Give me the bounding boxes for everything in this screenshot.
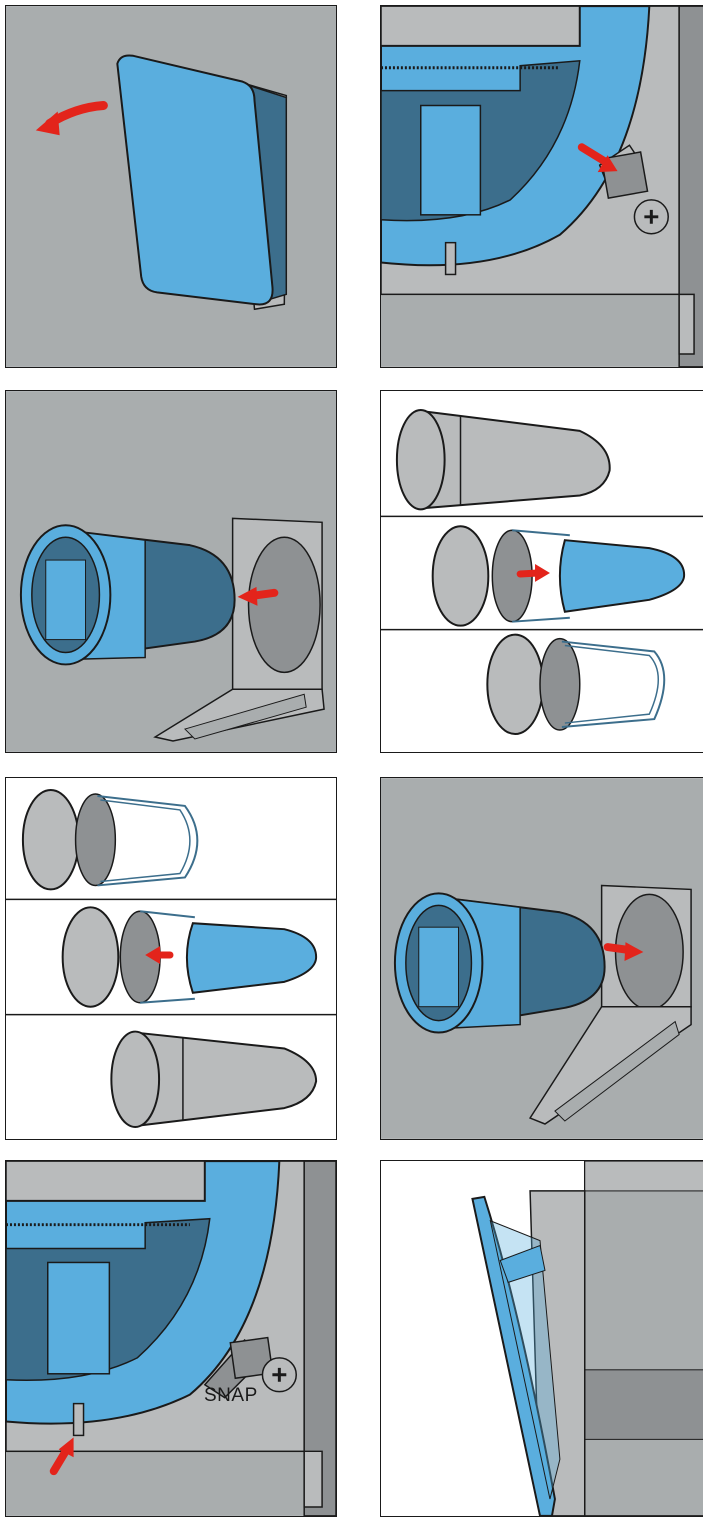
step-5-panel <box>5 777 337 1140</box>
red-arrow <box>577 143 618 173</box>
step-7-panel: SNAP <box>5 1160 337 1517</box>
step-2-illustration <box>381 6 703 367</box>
step-5-illustration <box>6 778 336 1139</box>
red-arrow <box>516 564 550 582</box>
red-arrow <box>145 946 174 964</box>
step-4-illustration <box>381 391 703 752</box>
red-arrow <box>603 942 644 961</box>
front-cover <box>116 54 274 306</box>
step-2-panel <box>380 5 703 368</box>
step-8-panel <box>380 1160 703 1517</box>
step-3-panel <box>5 390 337 753</box>
red-arrow <box>237 586 279 606</box>
step-6-panel <box>380 777 703 1140</box>
step-8-illustration <box>381 1161 703 1516</box>
step-7-illustration <box>6 1161 336 1516</box>
red-arrow <box>49 1437 74 1476</box>
step-1-illustration <box>6 6 336 367</box>
red-curved-arrow <box>35 101 108 136</box>
snap-label: SNAP <box>204 1385 258 1406</box>
step-3-illustration <box>6 391 336 752</box>
step-4-panel <box>380 390 703 753</box>
step-1-panel <box>5 5 337 368</box>
step-6-illustration <box>381 778 703 1139</box>
